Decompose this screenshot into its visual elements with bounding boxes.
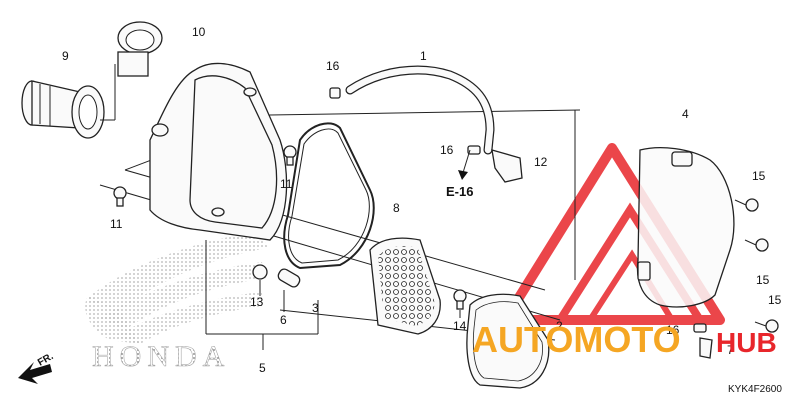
diagram-code: KYK4F2600 [728,384,782,395]
callout-8: 8 [393,201,400,215]
group-bracket-lines [205,240,461,350]
intake-funnel-part [21,80,105,139]
callout-4: 4 [682,107,689,121]
watermark-text-auto: AUTOMOTO [472,319,681,360]
callout-9: 9 [62,49,69,63]
callout-5: 5 [259,361,266,375]
callout-16c: 16 [666,323,680,337]
callout-15b: 15 [756,273,770,287]
air-cleaner-case-part [149,62,288,241]
callout-1: 1 [420,49,427,63]
watermark-text-hub: HUB [716,327,777,358]
case-cover-part [636,147,735,308]
callout-2: 2 [556,319,563,333]
callout-15c: 15 [768,293,782,307]
reference-label: E-16 [446,184,473,199]
clamp-band-part [100,21,163,121]
drain-cap-part [699,337,713,359]
gasket-part [283,122,375,270]
clip-bracket-part [491,149,523,183]
air-filter-element-part [466,293,550,389]
honda-wordmark: HONDA [92,340,230,373]
callout-15a: 15 [752,169,766,183]
honda-wing-logo [85,232,268,344]
reference-arrow [458,149,471,180]
callout-11a: 11 [280,177,293,191]
drain-plug-part [252,264,301,288]
element-holder-part [369,237,441,335]
callout-14: 14 [453,319,467,333]
callout-10: 10 [192,25,206,39]
callout-11b: 11 [110,217,123,231]
hose-clip-part [329,87,707,333]
callout-3: 3 [312,301,319,315]
callout-12: 12 [534,155,548,169]
breather-tube-part [345,65,495,155]
front-direction-arrow [18,362,52,384]
front-direction-label: FR. [36,351,56,369]
callout-16a: 16 [326,59,340,73]
callout-7: 7 [727,343,734,357]
callout-13: 13 [250,295,264,309]
callout-16b: 16 [440,143,454,157]
callout-6: 6 [280,313,287,327]
bolt-parts [113,145,779,333]
